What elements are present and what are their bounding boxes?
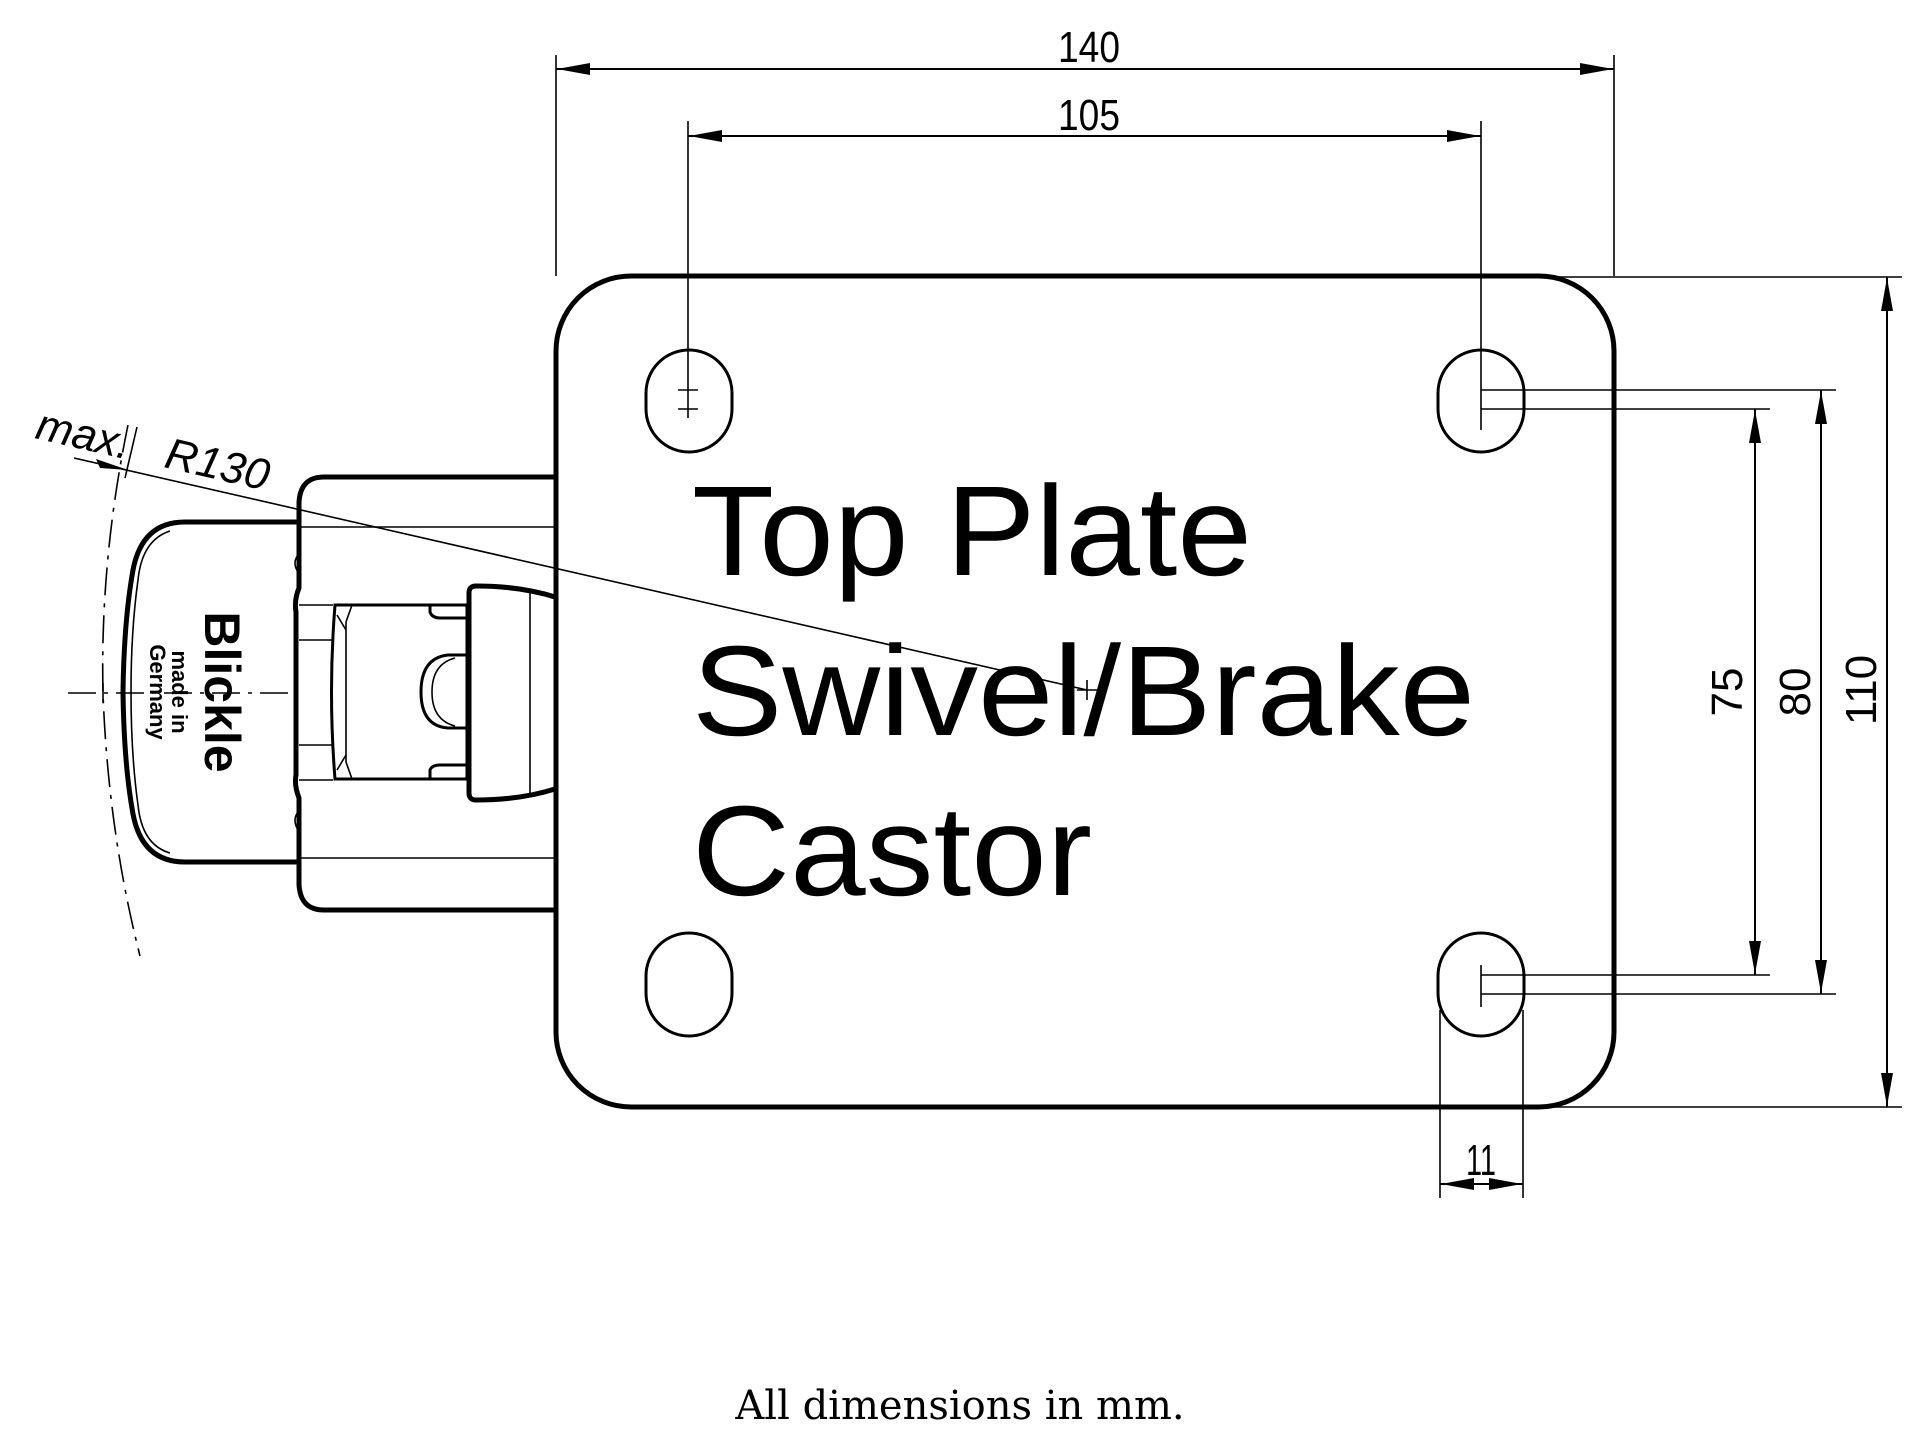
dimension-slot-width: 11: [1439, 1010, 1524, 1198]
dimension-11-label: 11: [1466, 1136, 1496, 1185]
bolt-slot-bottom-left: [644, 931, 734, 1038]
swivel-radius-arc: [101, 424, 141, 957]
units-note: All dimensions in mm.: [735, 1383, 1185, 1429]
title-line-3: Castor: [692, 780, 1092, 923]
brand-logo: Blickle made in Germany: [145, 611, 250, 772]
brand-subline-made-in: made in: [167, 650, 192, 733]
swivel-radius-prefix: max.: [32, 400, 136, 469]
brake-mechanism: [330, 603, 469, 781]
fork-body: [292, 474, 556, 913]
bolt-slot-bottom-right: [1436, 931, 1526, 1038]
dimension-75-label: 75: [1703, 668, 1752, 717]
dimension-140-label: 140: [1058, 23, 1120, 72]
extension-lines-right: [1481, 276, 1902, 1108]
dimension-80-label: 80: [1771, 668, 1820, 717]
dimension-outer-hole-spacing-y: 80: [1771, 390, 1827, 994]
brand-name: Blickle: [194, 611, 250, 772]
bolt-slot-top-left: [644, 348, 734, 454]
title-line-1: Top Plate: [692, 460, 1252, 603]
top-plate-outline: [553, 273, 1617, 1110]
slot-center-marks: [678, 389, 1482, 1007]
top-plate: [553, 273, 1617, 1110]
dimension-hole-spacing-x: 105: [687, 91, 1482, 390]
dimension-plate-width: 140: [555, 23, 1615, 276]
wheel: [120, 519, 299, 865]
title-line-2: Swivel/Brake: [692, 620, 1475, 763]
product-title: Top Plate Swivel/Brake Castor: [692, 460, 1475, 923]
swivel-radius-value: R130: [161, 429, 275, 501]
brake-pedal: [466, 583, 556, 803]
dimension-105-label: 105: [1058, 91, 1120, 140]
dimension-plate-height: 110: [1837, 277, 1893, 1107]
dimension-inner-hole-spacing-y: 75: [1703, 409, 1761, 975]
dimension-110-label: 110: [1837, 655, 1886, 725]
